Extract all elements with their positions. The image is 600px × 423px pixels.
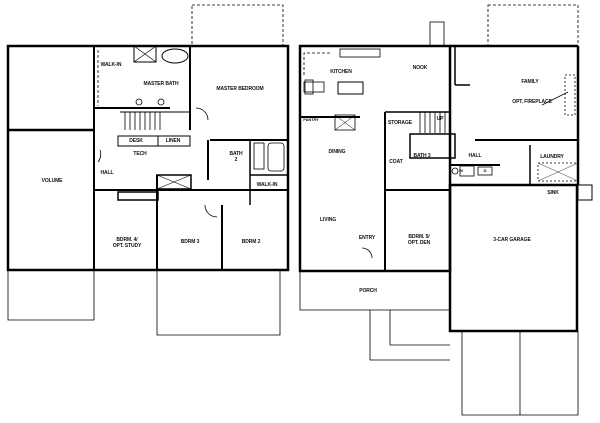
room-label-hall: HALL — [100, 170, 114, 176]
room-label-dryer: D — [483, 168, 487, 173]
room-label-volume: VOLUME — [41, 178, 63, 184]
room-label-kitchen: KITCHEN — [330, 69, 352, 75]
room-label-living: LIVING — [319, 217, 337, 223]
room-label-tech: TECH — [133, 151, 147, 157]
room-label-garage: 3-CAR GARAGE — [493, 237, 531, 243]
room-label-laundry: LAUNDRY — [540, 154, 564, 160]
room-label-walk-in: WALK-IN — [100, 62, 122, 68]
room-label-linen: LINEN — [165, 138, 181, 144]
room-label-porch: PORCH — [359, 288, 377, 294]
room-label-bdrm-5: BDRM. 5/ OPT. DEN — [407, 234, 431, 246]
room-label-bath-3: BATH 3 — [413, 153, 431, 159]
room-label-coat: COAT — [389, 159, 403, 165]
upper-floor-roof-outlines — [7, 4, 284, 336]
room-label-bath-2: BATH 2 — [229, 151, 243, 163]
room-label-bdrm-4: BDRM. 4/ OPT. STUDY — [112, 237, 142, 249]
room-label-bdrm-3: BDRM 3 — [180, 239, 200, 245]
room-label-washer: W — [459, 168, 463, 173]
room-label-family: FAMILY — [521, 79, 539, 85]
room-label-dining: DINING — [328, 149, 346, 155]
room-label-master-bath: MASTER BATH — [143, 81, 179, 87]
room-label-walk-in-2: WALK-IN — [256, 182, 278, 188]
room-label-entry: ENTRY — [358, 235, 376, 241]
room-label-hall-lower: HALL — [468, 153, 482, 159]
room-label-sink: SINK — [547, 190, 559, 196]
room-label-opt-fireplace: OPT. FIREPLACE — [512, 99, 552, 105]
lower-floor-exterior — [299, 4, 579, 416]
room-label-up: UP — [436, 116, 444, 122]
room-label-master-bedroom: MASTER BEDROOM — [216, 86, 264, 92]
room-label-bdrm-2: BDRM 2 — [241, 239, 261, 245]
room-label-storage: STORAGE — [388, 120, 412, 126]
room-label-desk: DESK — [129, 138, 143, 144]
room-label-nook: NOOK — [412, 65, 428, 71]
upper-floor-walls — [6, 44, 290, 272]
room-label-pantry: PANTRY — [303, 117, 319, 122]
lower-floor-walls — [298, 44, 593, 333]
